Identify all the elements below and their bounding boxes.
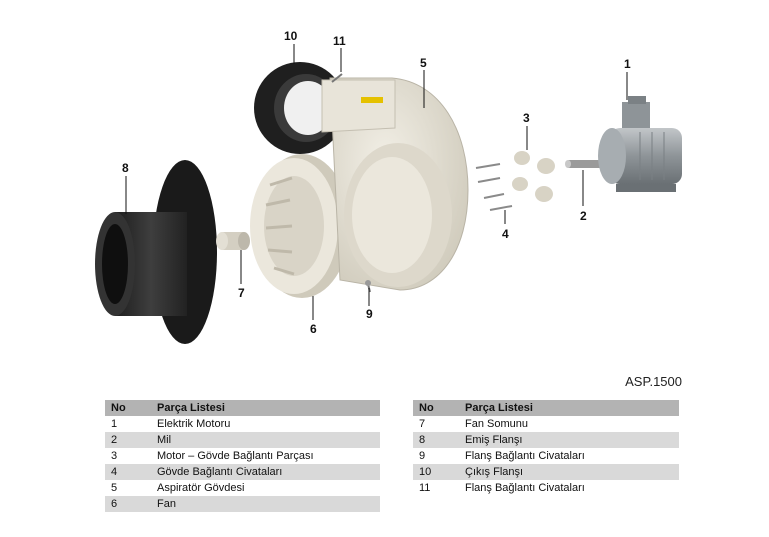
- part-name: Flanş Bağlantı Civataları: [465, 450, 585, 462]
- electric-motor-part: [598, 96, 682, 192]
- callout-2: 2: [580, 209, 587, 223]
- no-column-header: No: [413, 400, 459, 416]
- part-name: Mil: [151, 432, 380, 448]
- part-name: Flanş Bağlantı Civataları: [465, 482, 585, 494]
- fan-impeller-part: [250, 154, 350, 298]
- part-name: Fan: [151, 496, 380, 512]
- motor-connection-parts: [512, 151, 555, 202]
- table-row: 2 Mil: [105, 432, 380, 448]
- callout-10: 10: [284, 29, 298, 43]
- part-name: Çıkış Flanşı: [459, 464, 679, 480]
- callout-9: 9: [366, 307, 373, 321]
- table-row: 10 Çıkış Flanşı: [413, 464, 679, 480]
- part-number: 2: [105, 432, 151, 448]
- part-number: 4: [105, 464, 151, 480]
- table-header-row: No Parça Listesi: [105, 400, 380, 416]
- no-column-header: No: [105, 400, 151, 416]
- exploded-view-diagram: 1 2 3 4 5 6 7 8 9 10 11: [95, 29, 682, 344]
- table-row: 9 Flanş Bağlantı Civataları: [413, 448, 679, 464]
- part-number: 3: [111, 450, 118, 462]
- parts-column-header: Parça Listesi: [151, 400, 380, 416]
- callout-labels: 1 2 3 4 5 6 7 8 9 10 11: [122, 29, 631, 336]
- shaft-part: [565, 160, 614, 168]
- part-name: Aspiratör Gövdesi: [157, 482, 245, 494]
- table-row: 1 Elektrik Motoru: [105, 416, 380, 432]
- table-row: 5 Aspiratör Gövdesi: [105, 480, 380, 496]
- table-row: 7 Fan Somunu: [413, 416, 679, 432]
- table-row: 3 Motor – Gövde Bağlantı Parçası: [105, 448, 380, 464]
- blower-housing-part: [321, 77, 469, 291]
- housing-bolts-part: [475, 163, 513, 211]
- callout-5: 5: [420, 56, 427, 70]
- part-number: 8: [413, 432, 459, 448]
- callout-6: 6: [310, 322, 317, 336]
- part-name: Emiş Flanşı: [459, 432, 679, 448]
- table-row: 11 Flanş Bağlantı Civataları: [413, 480, 679, 496]
- parts-table-right: No Parça Listesi 7 Fan Somunu 8 Emiş Fla…: [413, 400, 679, 496]
- callout-3: 3: [523, 111, 530, 125]
- table-row: 8 Emiş Flanşı: [413, 432, 679, 448]
- suction-flange-part: [95, 160, 217, 344]
- part-number: 9: [419, 450, 426, 462]
- table-header-row: No Parça Listesi: [413, 400, 679, 416]
- table-row: 6 Fan: [105, 496, 380, 512]
- part-number: 5: [111, 482, 118, 494]
- part-name: Gövde Bağlantı Civataları: [151, 464, 380, 480]
- callout-8: 8: [122, 161, 129, 175]
- table-row: 4 Gövde Bağlantı Civataları: [105, 464, 380, 480]
- part-number: 6: [105, 496, 151, 512]
- leader-lines: [125, 44, 628, 320]
- parts-column-header: Parça Listesi: [459, 400, 679, 416]
- model-code: ASP.1500: [625, 374, 682, 389]
- part-number: 1: [111, 418, 118, 430]
- part-number: 7: [419, 418, 426, 430]
- callout-11: 11: [333, 34, 346, 48]
- part-number: 10: [413, 464, 459, 480]
- fan-nut-part: [216, 232, 250, 250]
- parts-table-left: No Parça Listesi 1 Elektrik Motoru 2 Mil…: [105, 400, 380, 512]
- part-name: Elektrik Motoru: [157, 418, 231, 430]
- part-name: Fan Somunu: [465, 418, 528, 430]
- callout-7: 7: [238, 286, 245, 300]
- part-name: Motor – Gövde Bağlantı Parçası: [157, 450, 314, 462]
- callout-1: 1: [624, 57, 631, 71]
- callout-4: 4: [502, 227, 509, 241]
- part-number: 11: [419, 482, 431, 494]
